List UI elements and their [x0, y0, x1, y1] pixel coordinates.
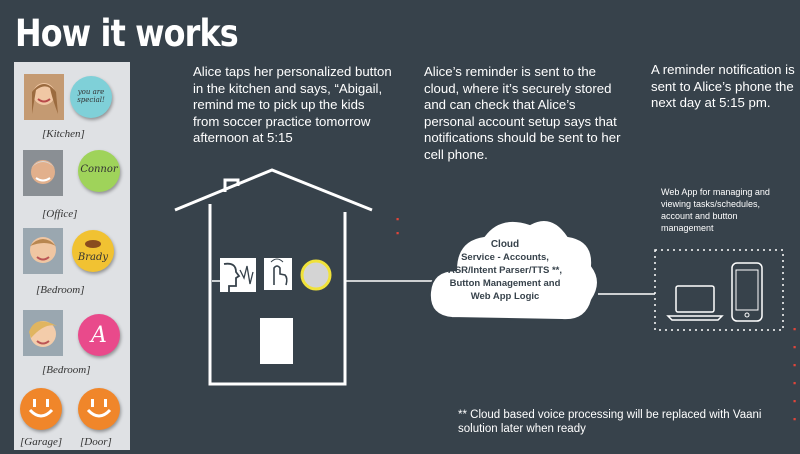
step-1-text: Alice taps her personalized button in th… — [193, 64, 392, 145]
kitchen-button-icon: you are special! — [70, 76, 112, 118]
smart-button-icon — [300, 259, 332, 291]
webapp-box — [654, 249, 784, 331]
door-button-icon — [78, 388, 120, 430]
man-photo-icon — [23, 150, 63, 196]
device-label: [Bedroom] — [36, 284, 85, 296]
office-button-icon: Connor — [78, 150, 120, 192]
house-icon — [174, 168, 373, 386]
cloud-line: Button Management and — [449, 278, 561, 289]
cloud-title: Cloud — [490, 239, 520, 250]
laptop-icon — [666, 285, 724, 321]
cloud-text: Cloud Service - Accounts, ASR/Intent Par… — [440, 238, 570, 303]
football-icon — [85, 240, 101, 248]
red-mark-icon: ▪ — [396, 214, 400, 224]
voice-icon — [220, 258, 256, 292]
smiley-icon — [28, 399, 54, 418]
cloud-shape — [428, 219, 599, 322]
cloud-line: ASR/Intent Parser/TTS **, — [447, 265, 563, 276]
garage-button-icon — [20, 388, 62, 430]
step-2-text: Alice’s reminder is sent to the cloud, w… — [424, 64, 621, 162]
bedroom-button-icon: Brady — [72, 230, 114, 272]
tap-hand-icon — [264, 258, 292, 290]
red-mark-icon: ▪ — [396, 228, 400, 238]
bedroom-button-2-icon: A — [78, 314, 120, 356]
footnote: ** Cloud based voice processing will be … — [458, 409, 762, 435]
cloud-line: Service - Accounts, — [461, 252, 549, 263]
smiley-icon — [86, 399, 112, 418]
woman-photo-icon — [24, 74, 64, 120]
device-panel: you are special! [Kitchen] Connor [Offic… — [14, 62, 130, 450]
page-title: How it works — [15, 12, 239, 55]
phone-icon — [731, 262, 763, 322]
webapp-note: Web App for managing and viewing tasks/s… — [661, 187, 770, 233]
cloud-line: Web App Logic — [470, 291, 540, 302]
boy-photo-icon — [23, 228, 63, 274]
door-icon — [260, 318, 293, 364]
red-marks-edge-icon: ▪▪▪▪▪▪ — [793, 324, 797, 424]
device-label: [Door] — [80, 436, 112, 448]
device-label: [Garage] — [20, 436, 63, 448]
device-label: [Office] — [42, 208, 78, 220]
girl-photo-icon — [23, 310, 63, 356]
step-3-text: A reminder notification is sent to Alice… — [651, 62, 795, 110]
device-label: [Kitchen] — [42, 128, 85, 140]
device-label: [Bedroom] — [42, 364, 91, 376]
